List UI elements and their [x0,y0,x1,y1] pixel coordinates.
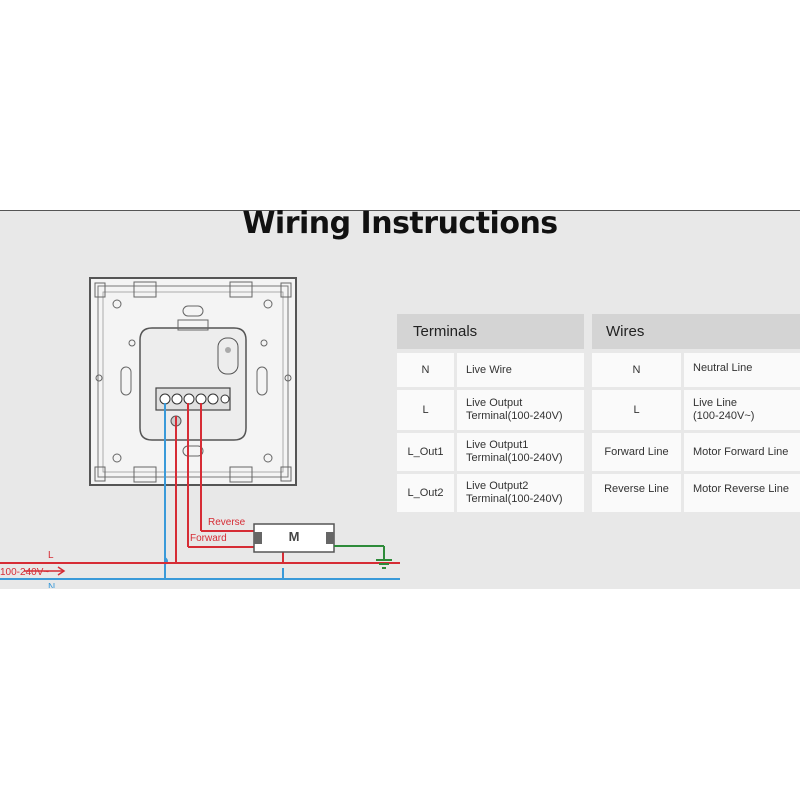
wire-description-cell: Neutral Line [684,353,800,387]
switch-plate [89,277,297,486]
wire-description-cell: Motor Reverse Line [684,474,800,512]
terminal-cell: L_Out1 [397,433,454,471]
neutral-wires [0,403,400,580]
terminal-description-cell: Live Output1 Terminal(100-240V) [457,433,584,471]
wire-cell: Forward Line [592,433,681,471]
ground-wire [334,545,392,569]
wire-cell: Reverse Line [592,474,681,512]
terminal-description-cell: Live Output2 Terminal(100-240V) [457,474,584,512]
live-wires [0,403,400,576]
wire-description-cell: Motor Forward Line [684,433,800,471]
motor-label: M [289,529,300,544]
terminal-cell: N [397,353,454,387]
terminal-cell: L [397,390,454,430]
live-line-label: L [48,550,54,561]
reverse-label: Reverse [208,517,246,528]
wiring-diagram: M Reverse Forward L 100-240V~ N [0,277,400,588]
wire-description-cell: Live Line (100-240V~) [684,390,800,430]
wire-cell: L [592,390,681,430]
wire-cell: N [592,353,681,387]
voltage-label: 100-240V~ [0,567,49,578]
neutral-line-label: N [48,582,55,588]
page-title: Wiring Instructions [242,206,558,241]
terminals-header: Terminals [397,314,584,349]
terminal-description-cell: Live Output Terminal(100-240V) [457,390,584,430]
forward-label: Forward [190,533,227,544]
wires-header: Wires [592,314,800,349]
terminal-cell: L_Out2 [397,474,454,512]
motor: M [253,523,335,553]
terminal-description-cell: Live Wire [457,353,584,387]
